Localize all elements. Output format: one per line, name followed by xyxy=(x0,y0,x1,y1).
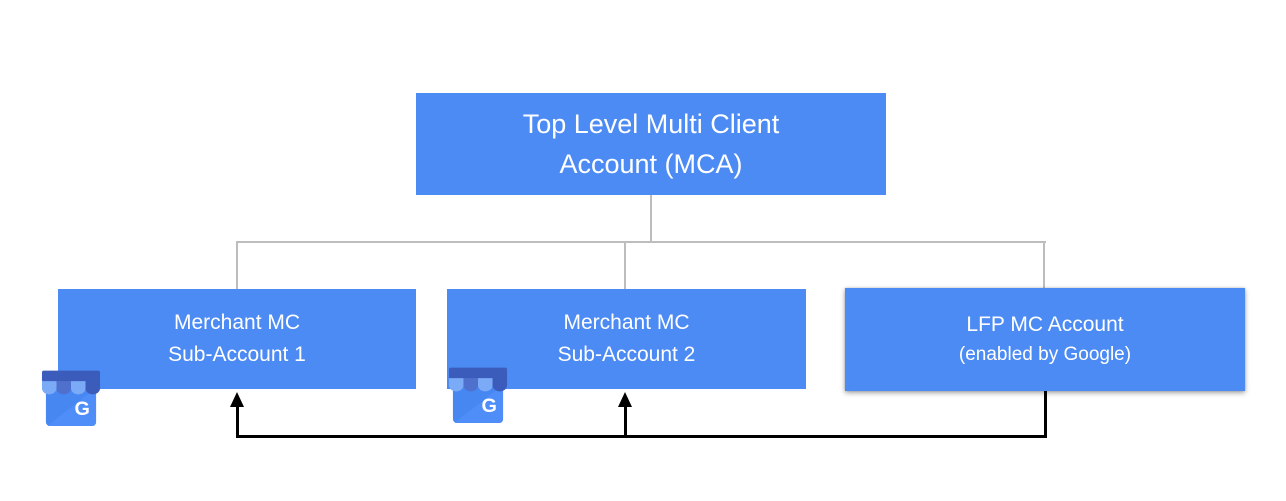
arrow-line-lfp-down xyxy=(1044,391,1047,438)
connector-horizontal-rail xyxy=(236,241,1046,243)
node-label-line: Top Level Multi Client xyxy=(522,109,780,139)
arrow-line-up-sub1 xyxy=(236,404,239,435)
connector-drop-sub2 xyxy=(624,242,626,289)
node-label-line: Sub-Account 2 xyxy=(557,343,696,366)
node-label-line: Sub-Account 1 xyxy=(168,343,306,366)
node-label-line: LFP MC Account xyxy=(966,312,1124,336)
arrowhead-into-sub1 xyxy=(230,392,244,407)
gmb-g-letter: G xyxy=(75,398,90,420)
arrow-line-up-sub2 xyxy=(624,404,627,435)
node-label-line: Account (MCA) xyxy=(559,149,743,179)
node-label-line: Merchant MC xyxy=(563,311,690,334)
arrow-line-horizontal xyxy=(236,435,1047,438)
google-my-business-icon: G xyxy=(41,370,101,427)
google-my-business-icon: G xyxy=(448,367,508,424)
node-lfp-mc-account: LFP MC Account (enabled by Google) xyxy=(845,288,1245,391)
arrowhead-into-sub2 xyxy=(618,392,632,407)
node-merchant-sub-account-1: Merchant MC Sub-Account 1 xyxy=(58,289,416,389)
node-label-line: Merchant MC xyxy=(173,311,301,334)
node-top-level-mca: Top Level Multi Client Account (MCA) xyxy=(416,93,886,195)
gmb-g-letter: G xyxy=(482,395,497,417)
connector-drop-lfp xyxy=(1043,242,1045,288)
connector-mca-stem xyxy=(650,195,652,242)
node-label-line: (enabled by Google) xyxy=(958,343,1132,365)
connector-drop-sub1 xyxy=(236,242,238,289)
